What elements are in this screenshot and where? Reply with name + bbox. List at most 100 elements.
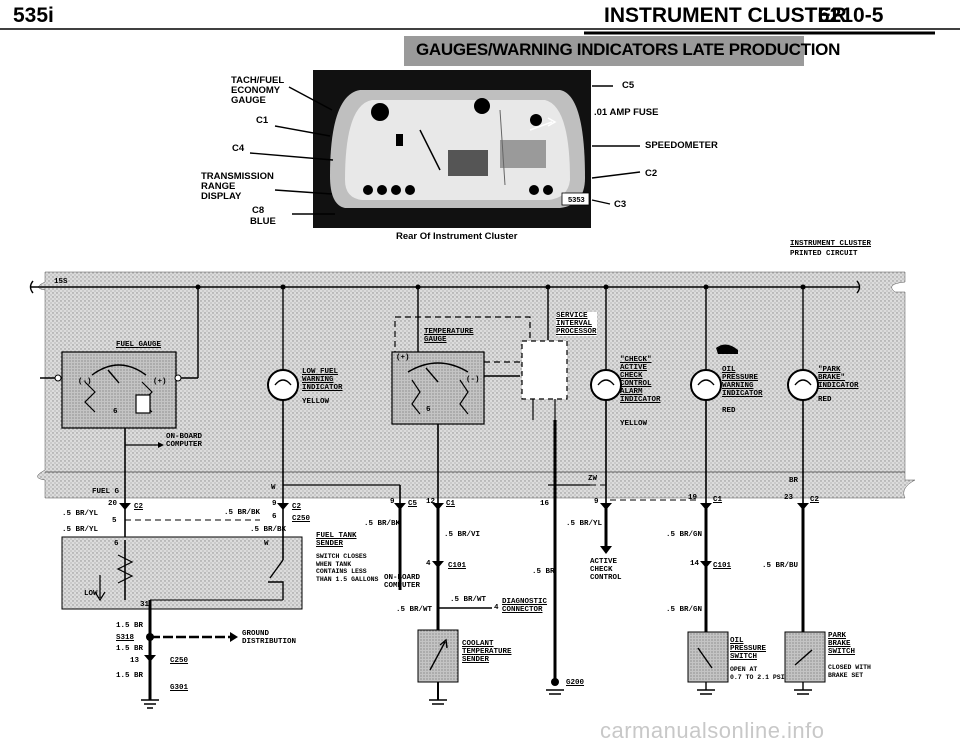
temp-gauge-plus: (+) — [396, 354, 410, 362]
pin-13: 13 — [130, 657, 140, 665]
fuel-gauge-pin6: 6 — [113, 408, 118, 416]
callout-c5: C5 — [622, 80, 635, 91]
pin-6: 6 — [272, 513, 277, 521]
wire-br-yl-3: .5 BR/YL — [566, 520, 603, 528]
w-label: W — [271, 484, 276, 492]
fuel-gauge-symbol — [40, 351, 199, 505]
model-label: 535i — [13, 4, 54, 27]
photo-caption: Rear Of Instrument Cluster — [396, 231, 518, 242]
conn-c1-right: C1 — [713, 496, 723, 504]
conn-c5: C5 — [408, 500, 418, 508]
check-control-color: YELLOW — [620, 420, 648, 428]
pin-9-right: 9 — [594, 498, 599, 506]
pin-9-left: 9 — [272, 500, 277, 508]
wire-br-gn-2: .5 BR/GN — [666, 606, 703, 614]
wire-br-yl-2: .5 BR/YL — [62, 526, 99, 534]
oil-warning-color: RED — [722, 407, 736, 415]
section-banner: GAUGES/WARNING INDICATORS LATE PRODUCTIO… — [404, 36, 840, 66]
conn-c2-left: C2 — [134, 503, 144, 511]
wire-br-bk-3: .5 BR/BK — [364, 520, 401, 528]
pin-4: 4 — [426, 560, 431, 568]
conn-c250: C250 — [292, 515, 311, 523]
wire-1-5-br-3: 1.5 BR — [116, 672, 144, 680]
fuel-g-label: FUEL G — [92, 488, 120, 496]
park-brake-color: RED — [818, 396, 832, 404]
conn-c250-lower: C250 — [170, 657, 189, 665]
wire-br-gn: .5 BR/GN — [666, 531, 703, 539]
pin-31: 31 — [140, 601, 150, 609]
pin-5: 5 — [112, 517, 117, 525]
bus-label: 15S — [54, 278, 68, 286]
ground-g200: G200 — [566, 679, 585, 687]
fuel-gauge-minus: (-) — [78, 378, 92, 386]
wire-br-bk: .5 BR/BK — [224, 509, 261, 517]
pin-16: 16 — [540, 500, 550, 508]
w-lower: W — [264, 540, 269, 548]
conn-c1: C1 — [446, 500, 456, 508]
low-label: LOW — [84, 590, 98, 598]
callout-c3: C3 — [614, 199, 627, 210]
fuel-gauge-label: FUEL GAUGE — [116, 341, 162, 349]
banner-text: GAUGES/WARNING INDICATORS LATE PRODUCTIO… — [416, 40, 841, 59]
pin-12: 12 — [426, 498, 436, 506]
callout-c4: C4 — [232, 143, 245, 154]
wire-br-yl: .5 BR/YL — [62, 510, 99, 518]
wire-br-bu: .5 BR/BU — [762, 562, 799, 570]
zw-label: ZW — [588, 475, 598, 483]
page-code: 6210-5 — [818, 4, 884, 27]
photo-number: 5353 — [568, 195, 585, 204]
cluster-label-subtitle: PRINTED CIRCUIT — [790, 250, 858, 258]
cluster-photo — [313, 70, 591, 228]
section-title: INSTRUMENT CLUSTER — [604, 4, 847, 27]
callout-c8: C8 — [252, 205, 265, 216]
callout-c1: C1 — [256, 115, 269, 126]
low-fuel-color: YELLOW — [302, 398, 330, 406]
wire-br-vi: .5 BR/VI — [444, 531, 481, 539]
conn-c2-right: C2 — [810, 496, 820, 504]
pin-23: 23 — [784, 494, 794, 502]
pin-9-mid: 9 — [390, 498, 395, 506]
cluster-label-title: INSTRUMENT CLUSTER — [790, 240, 872, 248]
pin-6-lower: 6 — [114, 540, 119, 548]
callout-c2: C2 — [645, 168, 658, 179]
wire-br-wt: .5 BR/WT — [450, 596, 487, 604]
wire-1-5-br: 1.5 BR — [116, 622, 144, 630]
wire-br: .5 BR — [532, 568, 555, 576]
splice-s318: S318 — [116, 634, 135, 642]
pin-19: 19 — [688, 494, 698, 502]
br-label: BR — [789, 477, 799, 485]
pin-20: 20 — [108, 500, 118, 508]
ground-g301: G301 — [170, 684, 189, 692]
pin-14: 14 — [690, 560, 700, 568]
conn-c101-right: C101 — [713, 562, 732, 570]
callout-speedometer: SPEEDOMETER — [645, 140, 718, 151]
temp-gauge-pin6: 6 — [426, 406, 431, 414]
pin-4-diag: 4 — [494, 604, 499, 612]
conn-c2-mid: C2 — [292, 503, 302, 511]
wire-br-wt-2: .5 BR/WT — [396, 606, 433, 614]
fuel-gauge-plus: (+) — [153, 378, 167, 386]
callout-fuse: .01 AMP FUSE — [594, 107, 659, 118]
